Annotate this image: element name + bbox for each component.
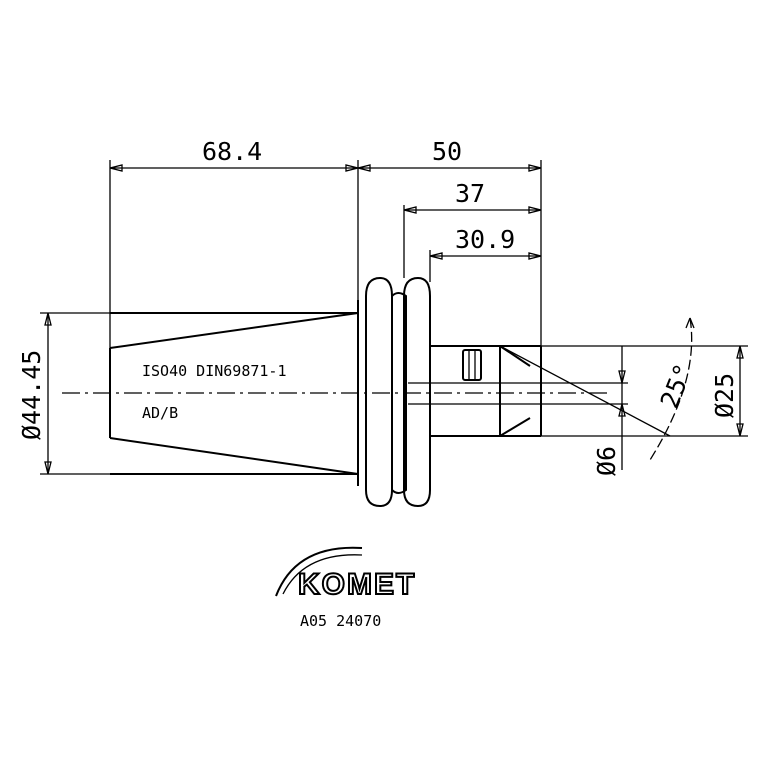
dim-pin-diameter: Ø6 bbox=[592, 446, 621, 476]
form-label: AD/B bbox=[142, 404, 178, 422]
dim-length-30-9: 30.9 bbox=[455, 225, 515, 254]
extension-lines bbox=[40, 160, 748, 475]
dim-overall-length: 50 bbox=[432, 137, 462, 166]
dim-bore-diameter: Ø25 bbox=[710, 373, 739, 418]
dim-flange-diameter: Ø44.45 bbox=[17, 350, 46, 440]
part-number: A05 24070 bbox=[300, 612, 381, 630]
logo-brand: KOMET bbox=[298, 568, 416, 601]
dim-length-37: 37 bbox=[455, 179, 485, 208]
standard-label: ISO40 DIN69871-1 bbox=[142, 362, 287, 380]
tool-holder-outline bbox=[109, 276, 542, 508]
dim-taper-length: 68.4 bbox=[202, 137, 262, 166]
dim-angle: 25° bbox=[655, 360, 699, 413]
angle-construction bbox=[499, 317, 695, 461]
dimension-lines bbox=[44, 164, 744, 475]
komet-logo: KOMET bbox=[275, 546, 416, 602]
